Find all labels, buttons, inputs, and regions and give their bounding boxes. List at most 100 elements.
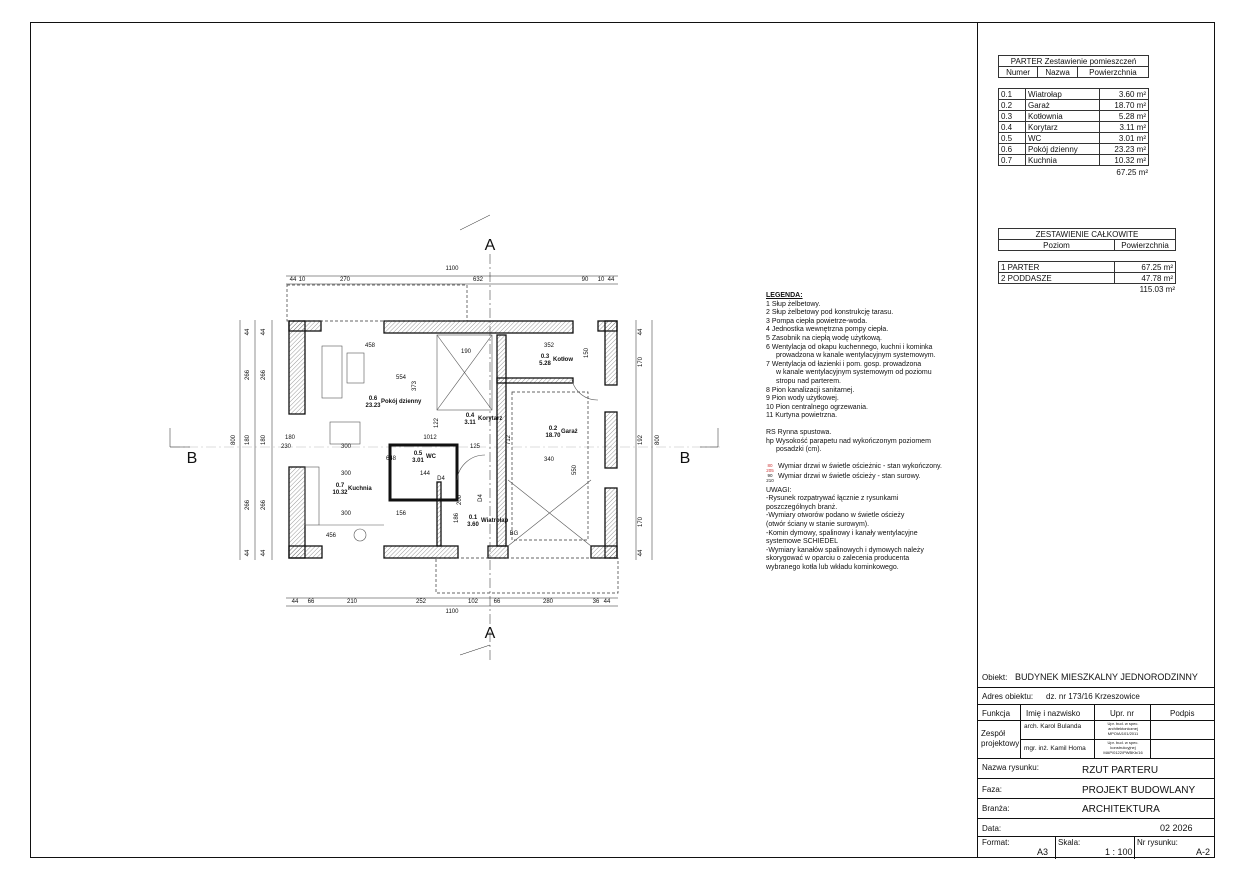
drawing-label: Nazwa rysunku: bbox=[982, 763, 1039, 772]
dimension-label: 66 bbox=[308, 599, 315, 605]
room-area: 3.11 bbox=[464, 420, 476, 426]
wall-left-lower bbox=[288, 466, 306, 559]
door-height: 205 bbox=[766, 467, 774, 473]
dimension-label: 550 bbox=[572, 464, 578, 475]
legend-item: 6 Wentylacja od okapu kuchennego, kuchni… bbox=[766, 343, 933, 351]
col-header: Powierzchnia bbox=[1076, 66, 1150, 78]
note-line: -Wymiary otworów podano w świetle oścież… bbox=[766, 512, 905, 520]
drawing-name: RZUT PARTERU bbox=[1082, 765, 1159, 776]
date-label: Data: bbox=[982, 824, 1002, 833]
dimension-label: 36 bbox=[593, 599, 600, 605]
door-height: 210 bbox=[766, 477, 774, 483]
legend-item: 3 Pompa ciepła powietrze-woda. bbox=[766, 317, 868, 325]
cell-area: 3.11 m² bbox=[1099, 121, 1149, 133]
section-b-marker-right: B bbox=[680, 450, 691, 467]
boiler-circle bbox=[353, 528, 367, 542]
room-area: 23.23 bbox=[365, 403, 381, 409]
wall-bottom-3 bbox=[487, 545, 509, 559]
phase-value: PROJEKT BUDOWLANY bbox=[1082, 785, 1196, 796]
note-line: poszczególnych branż. bbox=[766, 503, 838, 511]
wall-right-1 bbox=[604, 320, 618, 386]
door-width: 80 bbox=[767, 462, 773, 468]
dining-table bbox=[329, 421, 361, 445]
dimension-label: 150 bbox=[584, 347, 590, 358]
dimension-label: 266 bbox=[261, 499, 267, 510]
address-value: dz. nr 173/16 Krzeszowice bbox=[1046, 692, 1140, 701]
dimension-label: 712 bbox=[506, 434, 512, 445]
dimension-label: 44 bbox=[638, 549, 644, 556]
legend-item: w kanale wentylacyjnym systemowym od poz… bbox=[776, 369, 932, 377]
dimension-label: 192 bbox=[638, 434, 644, 445]
dimension-label: 190 bbox=[461, 349, 472, 355]
note-line: skorygować w oparciu o zalecenia produce… bbox=[766, 555, 910, 563]
cell-area: 3.60 m² bbox=[1099, 88, 1149, 100]
team-label: Zespół projektowy bbox=[981, 729, 1020, 748]
dimension-label: 1100 bbox=[446, 609, 460, 615]
dimension-label: 44 bbox=[638, 328, 644, 335]
dimension-label: 180 bbox=[245, 434, 251, 445]
col-signature: Podpis bbox=[1170, 709, 1195, 718]
dimension-label: D4 bbox=[478, 494, 484, 502]
cell-num: 0.6 bbox=[998, 143, 1026, 155]
col-header: Powierzchnia bbox=[1114, 239, 1176, 251]
number-value: A-2 bbox=[1196, 847, 1211, 857]
dimension-label: 44 bbox=[290, 277, 297, 283]
legend-title: LEGENDA: bbox=[766, 292, 803, 299]
dimension-label: 44 bbox=[245, 328, 251, 335]
dimension-label: 44 bbox=[604, 599, 611, 605]
col-header: Nazwa bbox=[1037, 66, 1078, 78]
dimension-label: 1100 bbox=[446, 266, 460, 272]
dimension-label: 66 bbox=[494, 599, 501, 605]
object-label: Obiekt: bbox=[982, 673, 1008, 682]
dimension-label: 156 bbox=[396, 511, 407, 517]
branch-label: Branża: bbox=[982, 804, 1010, 813]
legend-item: 2 Słup żelbetowy pod konstrukcję tarasu. bbox=[766, 309, 894, 317]
wall-bottom-4 bbox=[590, 545, 618, 559]
person-1: arch. Karol Bulanda bbox=[1024, 723, 1082, 730]
canopy-outline bbox=[435, 557, 619, 594]
cell-area: 18.70 m² bbox=[1099, 99, 1149, 111]
door-width: 90 bbox=[767, 472, 773, 478]
cell-num: 0.4 bbox=[998, 121, 1026, 133]
dimension-label: 170 bbox=[638, 516, 644, 527]
dimension-label: BG bbox=[510, 531, 519, 537]
scale-label: Skala: bbox=[1058, 838, 1081, 847]
dimension-label: 170 bbox=[638, 356, 644, 367]
legend-item: 1 Słup żelbetowy. bbox=[766, 300, 821, 308]
dimension-label: 456 bbox=[326, 533, 337, 539]
dimension-label: 340 bbox=[544, 457, 555, 463]
note-line: -Rysunek rozpatrywać łącznie z rysunkami bbox=[766, 495, 899, 503]
kitchen-counter bbox=[304, 466, 320, 526]
dimension-label: 554 bbox=[396, 375, 407, 381]
notes-title: UWAGI: bbox=[766, 486, 792, 494]
note-line: -Wymiary kanałów spalinowych i dymowych … bbox=[766, 546, 924, 554]
dimension-label: 266 bbox=[245, 369, 251, 380]
dimension-label: 1012 bbox=[423, 435, 437, 441]
number-label: Nr rysunku: bbox=[1137, 838, 1178, 847]
drawing-frame bbox=[30, 22, 1215, 858]
cell-area: 67.25 m² bbox=[1114, 261, 1176, 273]
object-value: BUDYNEK MIESZKALNY JEDNORODZINNY bbox=[1015, 672, 1198, 682]
cell-num: 0.2 bbox=[998, 99, 1026, 111]
wall-boiler bbox=[496, 377, 574, 384]
dimension-label: 10 bbox=[299, 277, 306, 283]
grand-total: 115.03 m² bbox=[1139, 285, 1175, 294]
cell-level: 2 PODDASZE bbox=[998, 272, 1115, 284]
wall-right-2 bbox=[604, 411, 618, 469]
scale-value: 1 : 100 bbox=[1105, 847, 1133, 857]
door-swing bbox=[571, 379, 599, 401]
garage-car-outline bbox=[511, 391, 589, 541]
room-name: Kotłow bbox=[553, 357, 573, 363]
dimension-label: 373 bbox=[412, 380, 418, 391]
cell-name: Wiatrołap bbox=[1025, 88, 1100, 100]
legend-item: 8 Pion kanalizacji sanitarnej. bbox=[766, 386, 855, 394]
dimension-label: 800 bbox=[655, 434, 661, 445]
